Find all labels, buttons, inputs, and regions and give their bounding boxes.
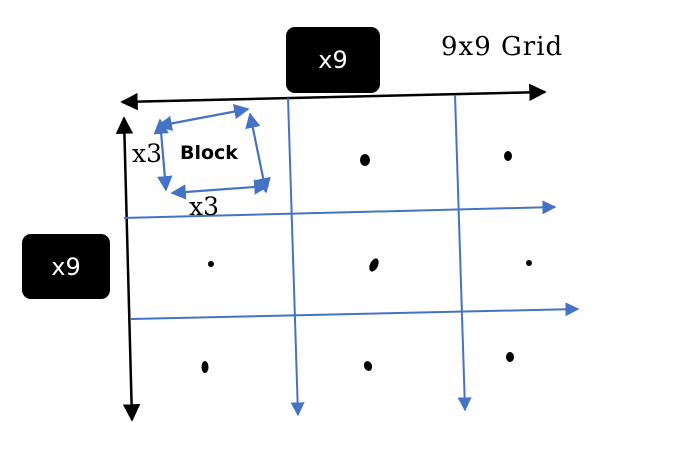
grid-horizontal-line-2 bbox=[130, 302, 580, 320]
block-arrows bbox=[153, 104, 271, 200]
left-x9-badge: x9 bbox=[22, 234, 110, 299]
top-x9-badge: x9 bbox=[286, 27, 380, 93]
cell-dots bbox=[201, 151, 532, 373]
block-width-label: x3 bbox=[189, 192, 220, 221]
grid-vertical-line-2 bbox=[454, 94, 472, 412]
cell-dot bbox=[369, 258, 379, 272]
cell-dot bbox=[506, 352, 514, 362]
cell-dot bbox=[208, 261, 214, 267]
grid-horizontal-line-1 bbox=[123, 200, 557, 219]
cell-dot bbox=[360, 154, 370, 166]
block-label: Block bbox=[180, 142, 238, 164]
grid-title: 9x9 Grid bbox=[441, 32, 564, 62]
cell-dot bbox=[201, 361, 209, 373]
grid-vertical-line-1 bbox=[287, 97, 305, 417]
left-axis-arrow bbox=[115, 116, 141, 422]
top-axis-arrow bbox=[120, 83, 547, 111]
cell-dot bbox=[526, 260, 532, 266]
cell-dot bbox=[504, 151, 512, 161]
cell-dot bbox=[363, 361, 373, 371]
block-height-label: x3 bbox=[132, 139, 163, 168]
